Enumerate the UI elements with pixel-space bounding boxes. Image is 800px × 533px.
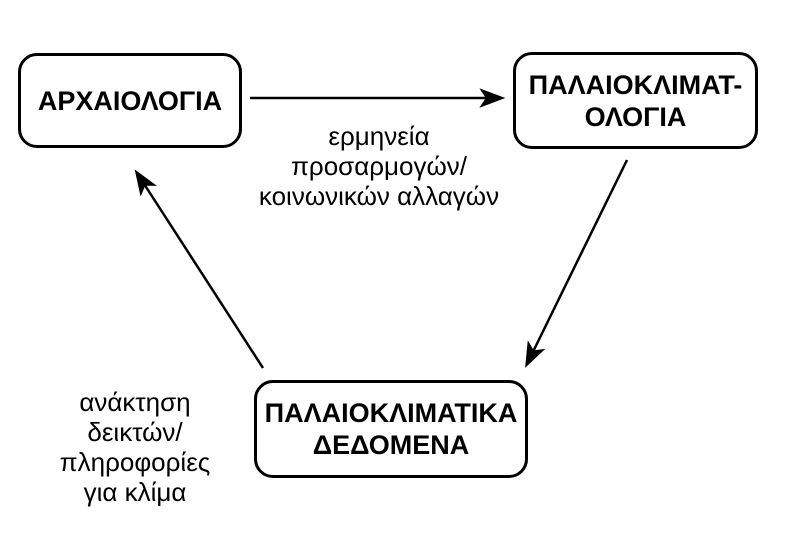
arrow-data-to-archaeology-icon <box>134 169 265 369</box>
edge-label-interpretation: ερμηνεία προσαρμογών/ κοινωνικών αλλαγών <box>258 121 500 211</box>
node-paleoclimatic-data: ΠΑΛΑΙΟΚΛΙΜΑΤΙΚΑ ΔΕΔΟΜΕΝΑ <box>254 380 528 478</box>
node-paleoclimatology-label: ΠΑΛΑΙΟΚΛΙΜΑΤ- ΟΛΟΓΙΑ <box>528 69 743 132</box>
node-archaeology-label: ΑΡΧΑΙΟΛΟΓΙΑ <box>37 85 223 116</box>
edge-label-retrieval: ανάκτηση δεικτών/ πληροφορίες για κλίμα <box>59 387 211 507</box>
node-archaeology: ΑΡΧΑΙΟΛΟΓΙΑ <box>18 53 242 148</box>
node-paleoclimatic-data-label: ΠΑΛΑΙΟΚΛΙΜΑΤΙΚΑ ΔΕΔΟΜΕΝΑ <box>264 398 518 460</box>
node-paleoclimatology: ΠΑΛΑΙΟΚΛΙΜΑΤ- ΟΛΟΓΙΑ <box>513 52 758 149</box>
arrow-paleoclimatology-to-data-icon <box>525 159 629 368</box>
